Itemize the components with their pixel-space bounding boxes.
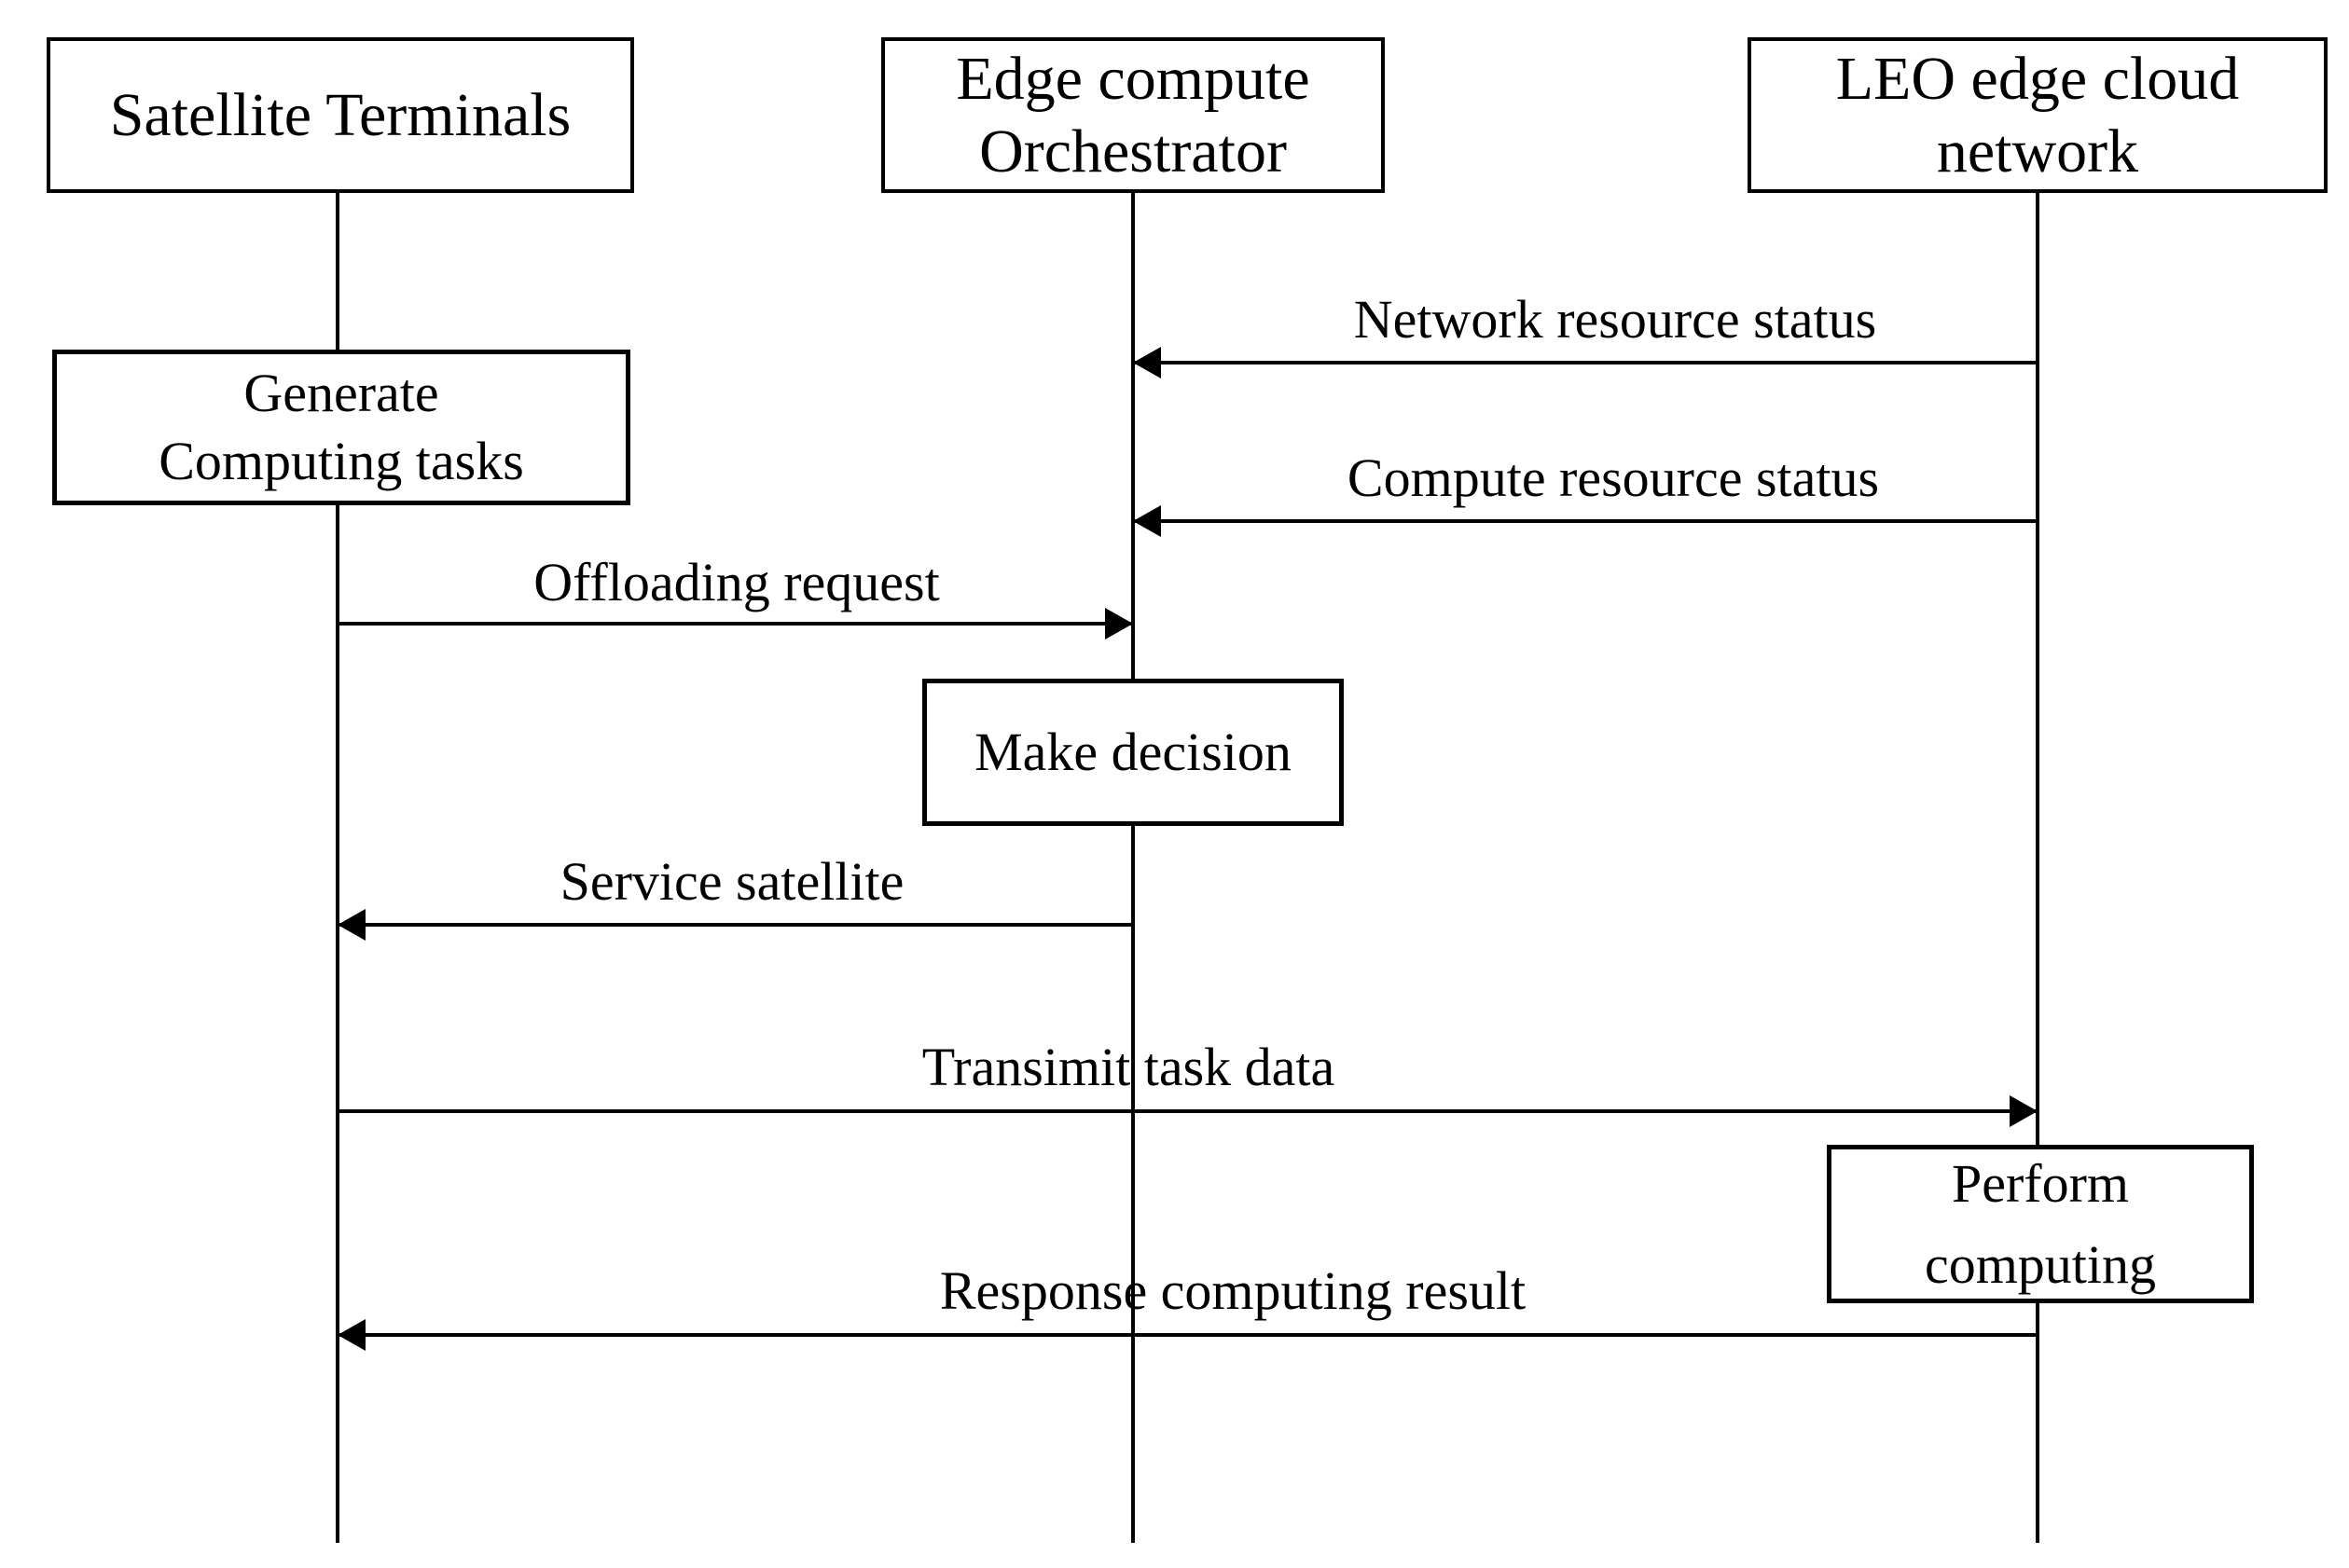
activity-label-generate-computing-tasks: Generate Computing tasks (159, 363, 524, 491)
message-label-response-computing-result: Response computing result (939, 1260, 1527, 1321)
actor-box-leo-edge-cloud-network: LEO edge cloud network (1748, 37, 2328, 193)
actor-label-leo-edge-cloud-network: LEO edge cloud network (1835, 44, 2240, 186)
activity-label-make-decision: Make decision (974, 722, 1292, 783)
lifeline-leo-edge-cloud-network (2036, 193, 2039, 1543)
arrowhead-compute-resource-status (1133, 505, 1161, 537)
actor-label-satellite-terminals: Satellite Terminals (109, 80, 572, 149)
message-line-service-satellite (338, 923, 1133, 927)
message-label-transimit-task-data: Transimit task data (921, 1037, 1335, 1097)
actor-box-satellite-terminals: Satellite Terminals (47, 37, 634, 193)
arrowhead-response-computing-result (338, 1319, 366, 1351)
activity-box-generate-computing-tasks: Generate Computing tasks (52, 350, 630, 505)
message-line-compute-resource-status (1133, 519, 2038, 523)
arrowhead-offloading-request (1105, 608, 1133, 640)
lifeline-edge-compute-orchestrator (1131, 193, 1135, 1543)
activity-box-perform-computing: Perform computing (1827, 1145, 2254, 1303)
message-label-service-satellite: Service satellite (560, 851, 905, 912)
message-label-compute-resource-status: Compute resource status (1347, 447, 1880, 508)
message-line-offloading-request (338, 622, 1133, 626)
message-line-network-resource-status (1133, 361, 2038, 364)
message-label-offloading-request: Offloading request (533, 552, 940, 612)
message-label-network-resource-status: Network resource status (1353, 289, 1877, 350)
message-line-transimit-task-data (338, 1109, 2038, 1113)
activity-label-perform-computing: Perform computing (1924, 1153, 2157, 1295)
arrowhead-service-satellite (338, 909, 366, 941)
actor-label-edge-compute-orchestrator: Edge compute Orchestrator (956, 44, 1310, 186)
actor-box-edge-compute-orchestrator: Edge compute Orchestrator (881, 37, 1385, 193)
message-line-response-computing-result (338, 1333, 2038, 1337)
arrowhead-transimit-task-data (2010, 1095, 2038, 1127)
arrowhead-network-resource-status (1133, 347, 1161, 378)
lifeline-satellite-terminals (336, 193, 339, 1543)
activity-box-make-decision: Make decision (922, 679, 1344, 826)
